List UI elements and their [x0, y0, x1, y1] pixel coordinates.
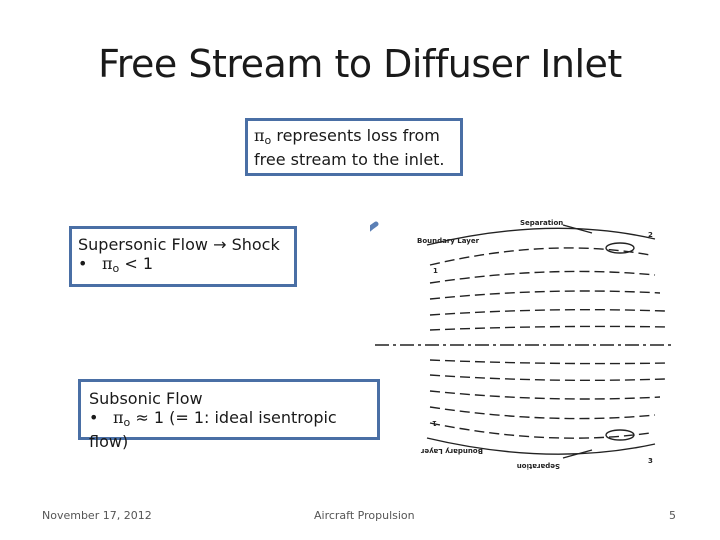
- streamline: [429, 374, 666, 382]
- streamline: [429, 325, 669, 331]
- subsonic-relation: ≈ 1 (= 1: ideal isentropic flow): [89, 408, 337, 451]
- separation-leader-bottom: [562, 449, 593, 459]
- supersonic-bullet-row: • πo < 1: [78, 254, 288, 278]
- footer-title: Aircraft Propulsion: [314, 509, 415, 522]
- streamline: [429, 290, 661, 300]
- label-boundary-bottom: Boundary Layer: [420, 447, 483, 455]
- streamline: [429, 247, 651, 266]
- streamline: [429, 270, 656, 284]
- page-number: 5: [669, 509, 676, 522]
- pi-subscript: o: [264, 134, 272, 147]
- pi-subscript: o: [123, 416, 131, 429]
- inlet-flow-diagram: Separation Boundary Layer 1 2 1 Boundary…: [370, 205, 690, 475]
- separation-leader-top: [562, 224, 593, 234]
- label-boundary-top: Boundary Layer: [417, 237, 480, 245]
- footer-date: November 17, 2012: [42, 509, 152, 522]
- separation-bubble-bottom: [605, 429, 635, 441]
- label-station-1-top: 1: [433, 267, 438, 275]
- loss-note-line-1: πo represents loss from: [254, 126, 454, 150]
- supersonic-heading: Supersonic Flow → Shock: [78, 235, 280, 254]
- bullet-icon: •: [78, 254, 88, 273]
- loss-note-box: πo represents loss from free stream to t…: [245, 118, 463, 176]
- bullet-icon: •: [89, 408, 99, 427]
- subsonic-heading: Subsonic Flow: [89, 389, 203, 408]
- pi-symbol: π: [113, 408, 124, 427]
- streamline: [429, 390, 661, 400]
- streamline: [429, 308, 666, 316]
- loss-note-line-2: free stream to the inlet.: [254, 150, 445, 169]
- label-station-3-bottom: 3: [648, 457, 653, 465]
- subsonic-box: Subsonic Flow • πo ≈ 1 (= 1: ideal isentr…: [78, 379, 380, 451]
- supersonic-relation: < 1: [119, 254, 154, 273]
- lower-wall: [426, 437, 656, 455]
- subsonic-bullet-row: • πo ≈ 1 (= 1: ideal isentropic flow): [89, 408, 369, 451]
- pi-symbol: π: [254, 126, 265, 145]
- streamline: [429, 359, 669, 365]
- label-separation-top: Separation: [520, 219, 563, 227]
- pi-symbol: π: [102, 254, 113, 273]
- pi-subscript: o: [112, 262, 120, 275]
- slide-title: Free Stream to Diffuser Inlet: [98, 42, 622, 86]
- loss-note-text-1: represents loss from: [271, 126, 440, 145]
- label-station-1-bottom: 1: [432, 419, 437, 427]
- label-separation-bottom: Separation: [517, 462, 560, 470]
- streamline: [429, 406, 656, 420]
- upper-wall: [426, 227, 656, 246]
- label-station-2-top: 2: [648, 231, 653, 239]
- streamline: [429, 422, 651, 439]
- separation-bubble-top: [605, 242, 635, 254]
- supersonic-box: Supersonic Flow → Shock • πo < 1: [69, 226, 297, 287]
